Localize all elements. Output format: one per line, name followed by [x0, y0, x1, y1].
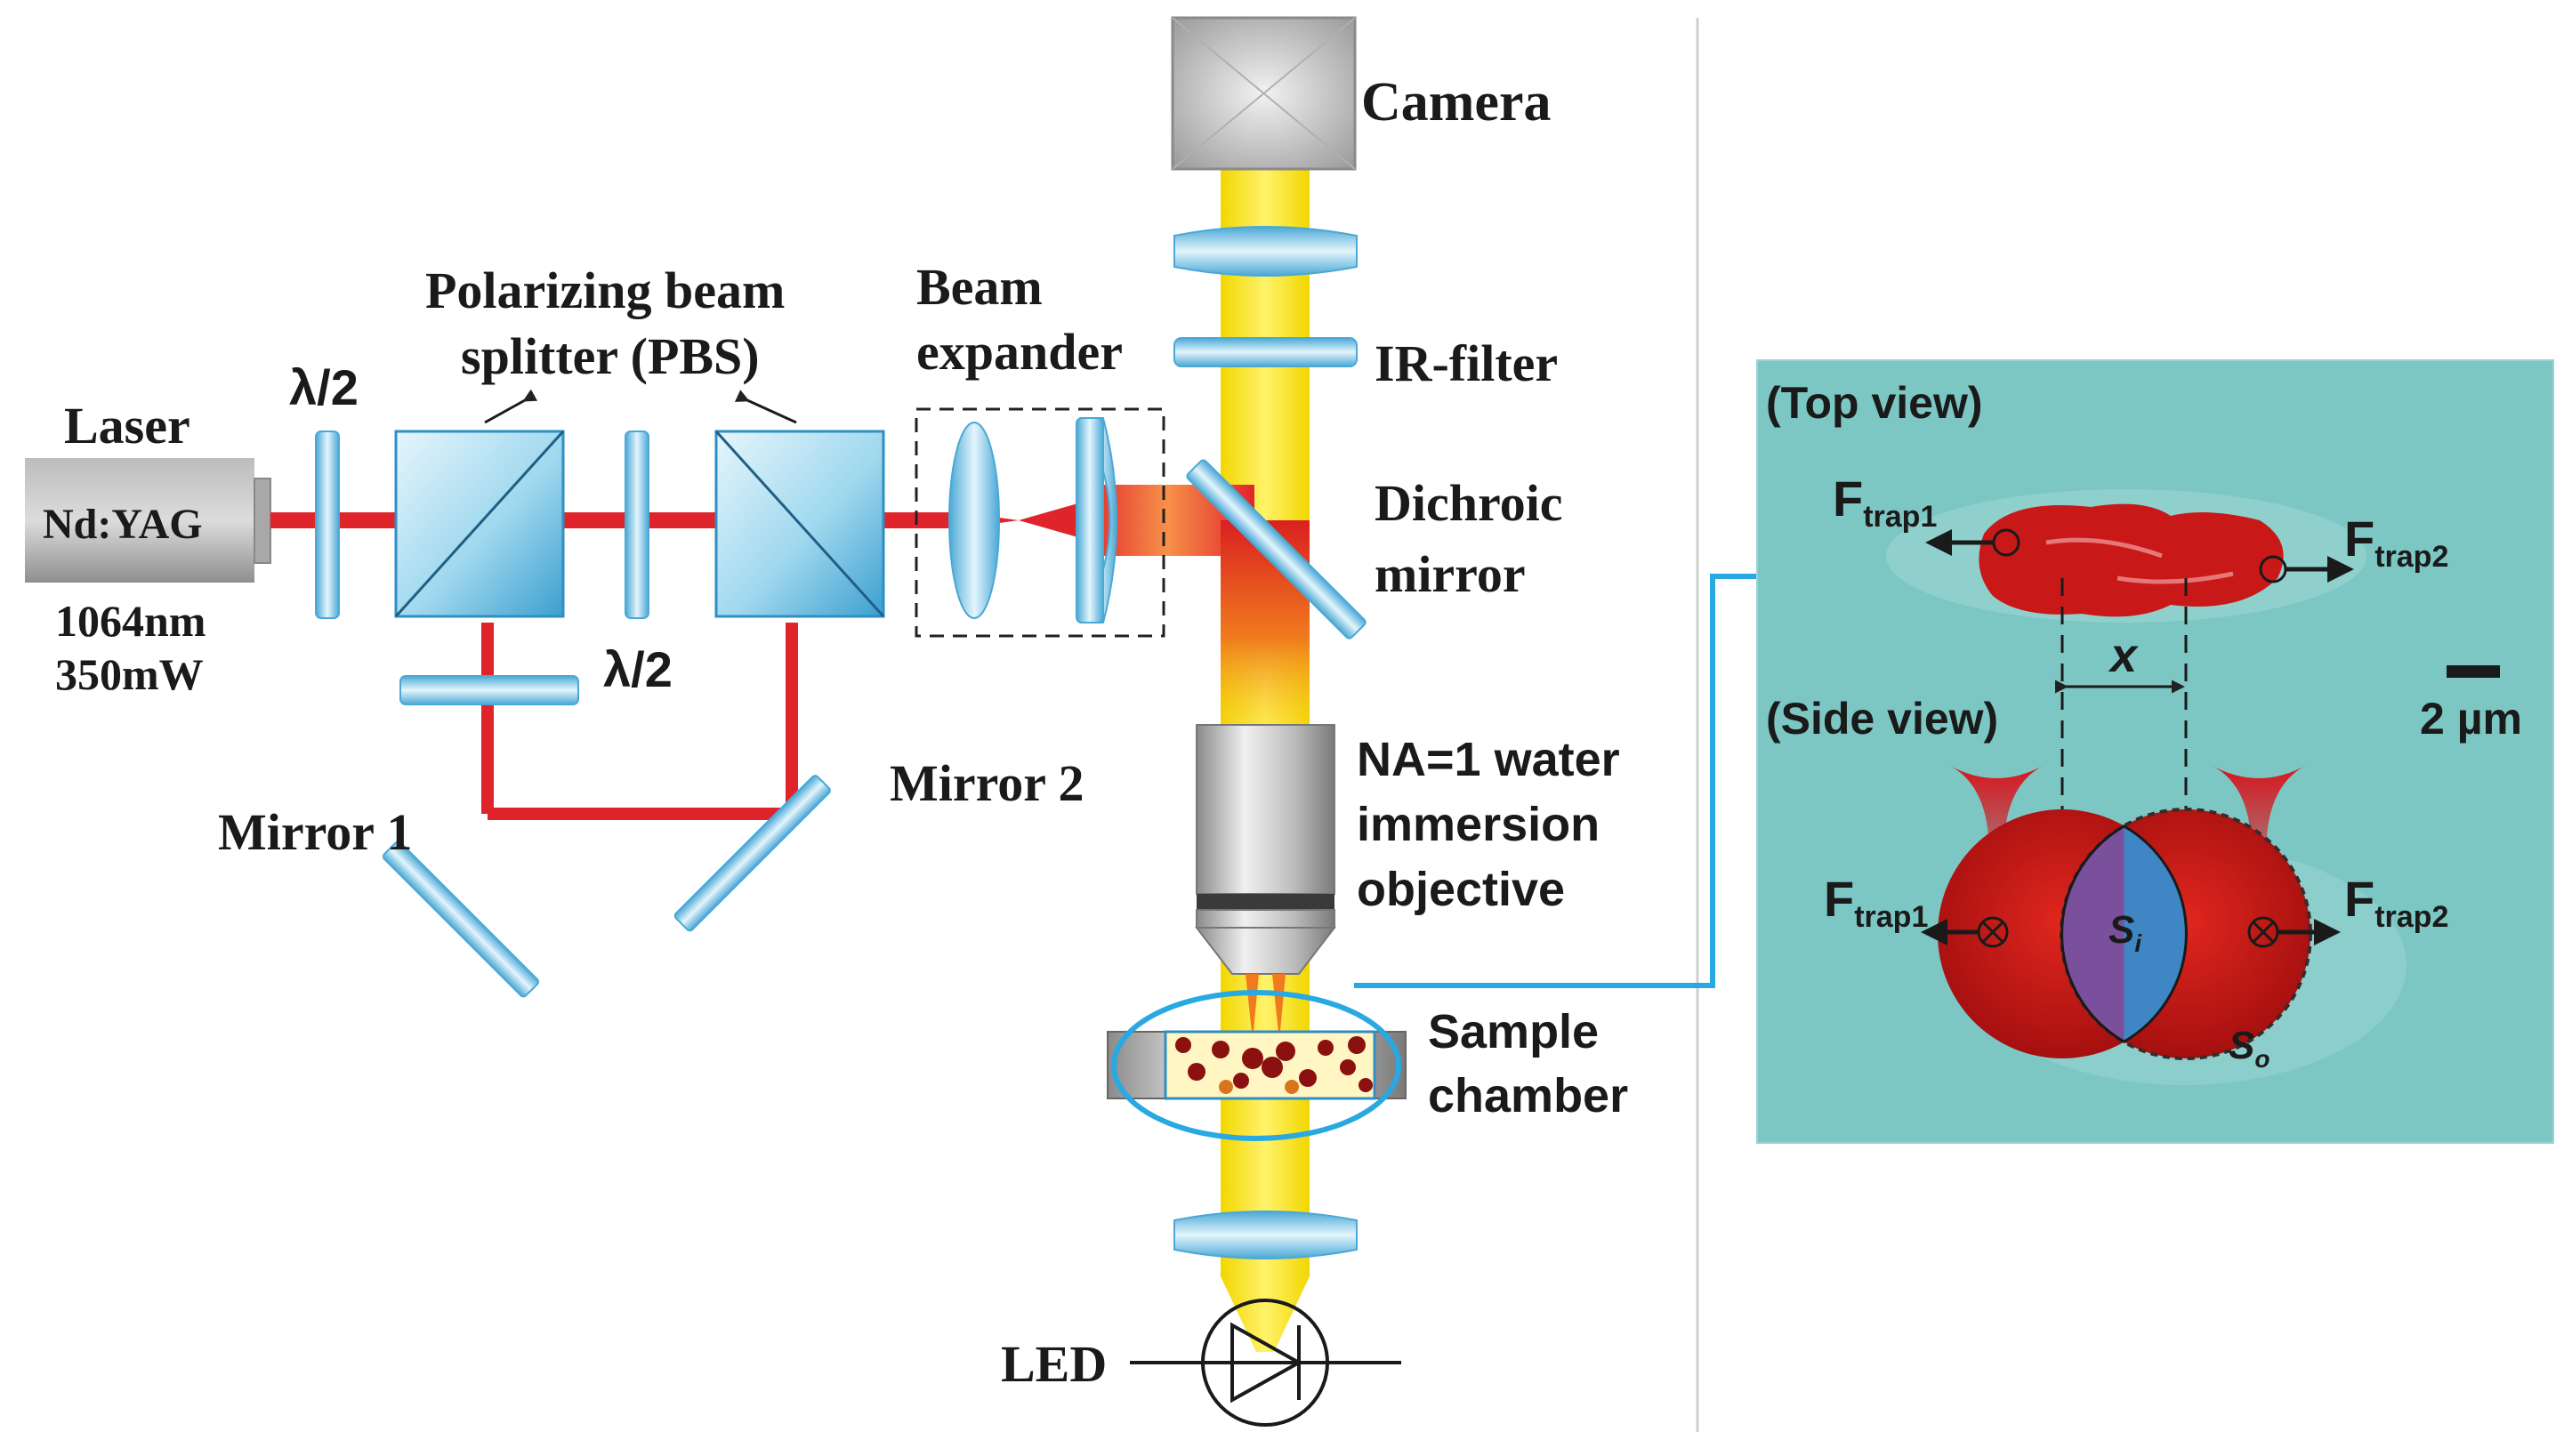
pbs-pointer-2	[734, 390, 797, 424]
camera-bevel	[1172, 17, 1356, 170]
ir-filter	[1173, 337, 1358, 367]
camera-label: Camera	[1361, 72, 1551, 133]
expander-focus	[961, 503, 1081, 538]
beam-expander-box	[915, 407, 1165, 638]
separation-label: x	[2108, 629, 2139, 682]
scale-bar-label: 2 µm	[2420, 694, 2522, 744]
half-wave-label-3: λ/2	[603, 641, 673, 697]
laser-body	[25, 458, 254, 583]
mirror-1-label: Mirror 1	[218, 803, 413, 861]
dichroic-label-line1: Dichroic	[1375, 474, 1563, 532]
si-label: Si	[2108, 908, 2142, 957]
red-blood-cells	[1175, 1036, 1373, 1094]
objective	[1194, 724, 1337, 975]
power-label: 350mW	[55, 649, 204, 699]
mirror-2-label: Mirror 2	[890, 754, 1084, 812]
expander-lens-2	[1079, 417, 1117, 623]
top-force1-label: Ftrap1	[1833, 471, 1937, 534]
top-view-cells	[1979, 503, 2284, 617]
half-wave-plate-1	[315, 430, 340, 619]
led-label: LED	[1001, 1335, 1107, 1393]
sample-label-line1: Sample	[1428, 1005, 1599, 1058]
half-wave-label-1: λ/2	[289, 359, 359, 415]
pbs-cube-2	[714, 430, 885, 618]
dichroic-label-line2: mirror	[1375, 545, 1526, 603]
beam-expander-label-line1: Beam	[916, 258, 1043, 316]
condenser-lens	[1173, 1211, 1358, 1259]
half-wave-plate-3	[399, 675, 579, 705]
objective-label-line3: objective	[1357, 863, 1565, 916]
side-force2-label: Ftrap2	[2344, 871, 2448, 934]
dichroic-mirror	[1186, 459, 1367, 640]
sample-label-line2: chamber	[1428, 1069, 1628, 1122]
side-view-label: (Side view)	[1766, 694, 1998, 744]
wavelength-label: 1064nm	[55, 596, 206, 646]
beam-expander-label-line2: expander	[916, 323, 1123, 381]
overlap-area-right	[2124, 825, 2187, 1042]
pbs-cube-1	[394, 430, 565, 618]
scale-bar	[2447, 665, 2500, 678]
pbs-pointer-1	[484, 389, 538, 424]
sample-highlight	[1111, 990, 1401, 1141]
laser-aperture	[254, 478, 271, 564]
laser-model-label: Nd:YAG	[43, 501, 203, 548]
tube-lens	[1173, 226, 1358, 277]
side-force1-label: Ftrap1	[1824, 871, 1928, 934]
microscopy-inset	[1756, 359, 2554, 1144]
expander-lens-2-body	[1076, 417, 1104, 623]
expander-lens-1	[948, 422, 1000, 619]
objective-label-line1: NA=1 water	[1357, 733, 1620, 786]
top-view-label: (Top view)	[1766, 378, 1983, 428]
mirror-1	[382, 841, 540, 998]
led-cone	[1221, 1276, 1310, 1352]
mirror-2	[673, 775, 831, 932]
top-force2-label: Ftrap2	[2344, 511, 2448, 574]
laser-label: Laser	[64, 397, 190, 454]
ir-filter-label: IR-filter	[1375, 334, 1558, 392]
pbs-label-line2: splitter (PBS)	[461, 327, 760, 385]
pbs-label-line1: Polarizing beam	[425, 261, 785, 319]
led-symbol	[1130, 1299, 1401, 1427]
so-label: So	[2229, 1024, 2270, 1073]
half-wave-plate-2	[625, 430, 649, 619]
objective-label-line2: immersion	[1357, 798, 1600, 851]
